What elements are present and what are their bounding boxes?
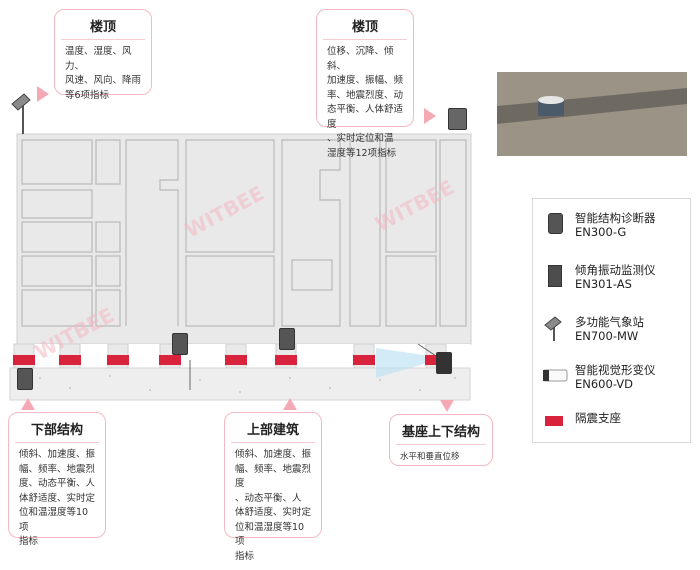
building-body [16,133,472,345]
tilt-vibration-device [17,368,33,390]
isolation-bearing [225,355,247,365]
weather-station-icon [543,315,565,341]
isolation-bearing [353,355,375,365]
callout-base-structure: 基座上下结构 水平和垂直位移 [389,414,493,466]
tilt-vibration-device [279,328,295,350]
legend-name: 智能视觉形变仪 [575,363,656,377]
legend-name: 隔震支座 [575,411,621,425]
vision-deformation-camera [436,352,452,374]
legend-model: EN600-VD [575,377,634,391]
isolation-bearing-icon [543,411,565,437]
callout-text: 倾斜、加速度、振 幅、频率、地震烈度 、动态平衡、人 体舒适度、实时定 位和温湿… [235,449,312,562]
callout-title: 基座上下结构 [401,425,480,440]
isolation-bearing [13,355,35,365]
callout-pointer [37,86,49,102]
legend-name: 多功能气象站 [575,315,644,329]
legend-model: EN700-MW [575,329,639,343]
legend-name: 智能结构诊断器 [575,211,656,225]
isolation-bearing [159,355,181,365]
legend-model: EN301-AS [575,277,632,291]
callout-lower-structure: 下部结构 倾斜、加速度、振 幅、频率、地震烈 度、动态平衡、人 体舒适度、实时定… [8,412,106,547]
tilt-vibration-monitor-icon [543,263,565,289]
callout-title: 楼顶 [351,20,378,35]
callout-roof-structure: 楼顶 位移、沉降、倾斜、 加速度、振幅、频 率、地震烈度、动 态平衡、人体舒适度… [316,9,414,159]
isolation-bearing [275,355,297,365]
callout-roof-weather: 楼顶 温度、湿度、风力、 风速、风向、降雨 等6项指标 [54,9,152,101]
callout-text: 水平和垂直位移 [400,452,460,462]
callout-text: 位移、沉降、倾斜、 加速度、振幅、频 率、地震烈度、动 态平衡、人体舒适度 、实… [327,46,404,159]
callout-title: 下部结构 [30,423,83,438]
tilt-vibration-device [172,333,188,355]
callout-upper-building: 上部建筑 倾斜、加速度、振 幅、频率、地震烈度 、动态平衡、人 体舒适度、实时定… [224,412,322,562]
legend-item: 隔震支座 [543,411,621,437]
callout-text: 温度、湿度、风力、 风速、风向、降雨 等6项指标 [65,46,142,101]
isolation-bearing [59,355,81,365]
legend-name: 倾角振动监测仪 [575,263,656,277]
callout-pointer [283,398,297,410]
isolation-bearing [107,355,129,365]
callout-pointer [440,400,454,412]
vision-deformation-camera-icon [542,363,568,389]
structure-diagnostic-icon [543,211,565,237]
callout-text: 倾斜、加速度、振 幅、频率、地震烈 度、动态平衡、人 体舒适度、实时定 位和温湿… [19,449,96,547]
legend-model: EN300-G [575,225,627,239]
callout-title: 楼顶 [89,20,116,35]
callout-pointer [424,108,436,124]
structure-diagnostic-device [448,108,467,130]
callout-title: 上部建筑 [246,423,299,438]
foundation [9,367,471,401]
callout-pointer [21,398,35,410]
weather-station-device [11,93,31,134]
